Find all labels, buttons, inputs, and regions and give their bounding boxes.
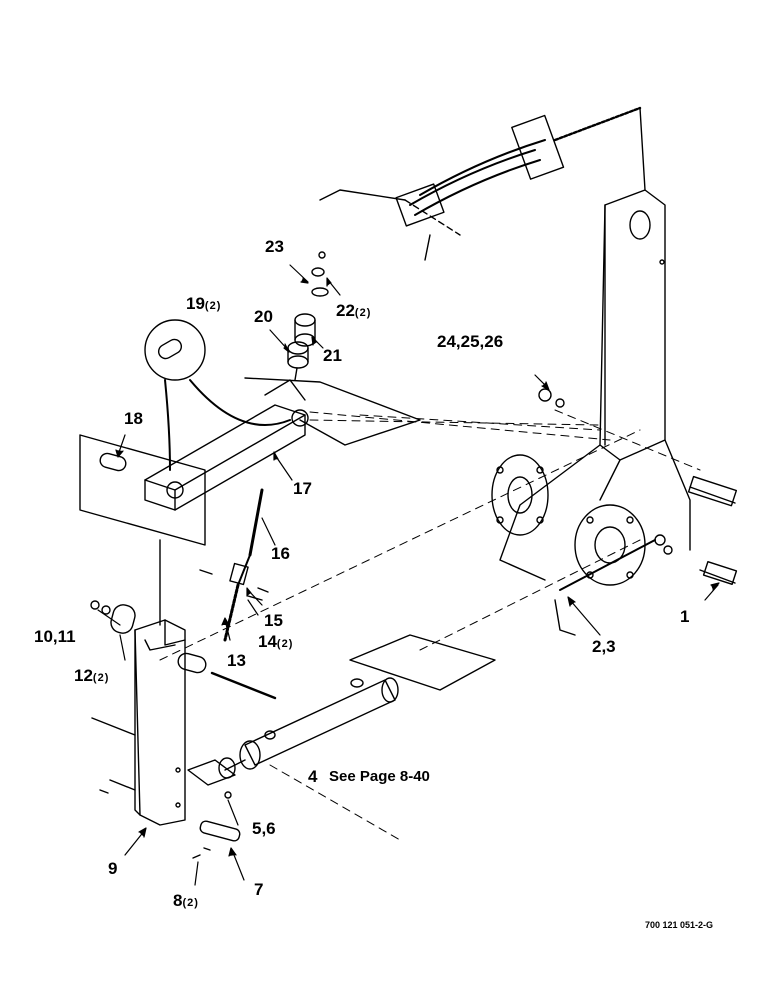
callout-14-number: 14 bbox=[258, 632, 277, 651]
upright-post bbox=[99, 539, 186, 826]
callout-12-qty: (2) bbox=[92, 672, 110, 684]
callout-23: 23 bbox=[265, 237, 284, 256]
pin-18 bbox=[99, 452, 127, 472]
bolts-right bbox=[538, 388, 738, 591]
alignment-lines bbox=[159, 409, 701, 841]
turnbuckle bbox=[199, 488, 269, 642]
callout-19-qty: (2) bbox=[204, 300, 222, 312]
callout-19-number: 19 bbox=[186, 294, 205, 313]
callout-22-qty: (2) bbox=[354, 307, 372, 319]
callout-8-qty: (2) bbox=[182, 897, 199, 909]
leader-lines bbox=[97, 264, 720, 886]
detail-circle bbox=[144, 319, 291, 471]
rocker-arm bbox=[144, 379, 309, 511]
callout-8-number: 8 bbox=[173, 891, 183, 910]
callout-24-25-26: 24,25,26 bbox=[437, 332, 504, 351]
callout-1: 1 bbox=[680, 607, 690, 626]
callout-18: 18 bbox=[124, 409, 143, 428]
wheel-hub bbox=[491, 454, 646, 636]
callout-4: 4 bbox=[308, 767, 318, 786]
spring-assembly bbox=[319, 106, 646, 261]
see-page-note: See Page 8-40 bbox=[329, 768, 430, 785]
callout-19: 19(2) bbox=[186, 295, 221, 312]
callout-2-3: 2,3 bbox=[592, 637, 616, 656]
callout-20: 20 bbox=[254, 307, 273, 326]
callout-10-11: 10,11 bbox=[34, 627, 76, 646]
callout-22-number: 22 bbox=[336, 301, 355, 320]
hydraulic-cylinder bbox=[187, 677, 399, 786]
left-hardware bbox=[90, 600, 277, 736]
callout-14-qty: (2) bbox=[276, 638, 294, 650]
callout-17: 17 bbox=[293, 479, 312, 498]
callout-22: 22(2) bbox=[336, 302, 371, 319]
callout-8: 8(2) bbox=[173, 892, 199, 909]
callout-12-number: 12 bbox=[74, 666, 93, 685]
callout-5-6: 5,6 bbox=[252, 819, 276, 838]
callout-9: 9 bbox=[108, 859, 118, 878]
bushing-stack bbox=[287, 251, 329, 381]
upright-arm bbox=[499, 189, 691, 581]
callout-15: 15 bbox=[264, 611, 283, 630]
figure-reference: 700 121 051-2-G bbox=[645, 920, 714, 930]
callout-16: 16 bbox=[271, 544, 290, 563]
callout-14: 14(2) bbox=[258, 633, 293, 650]
callout-12: 12(2) bbox=[74, 667, 109, 684]
callout-7: 7 bbox=[254, 880, 264, 899]
callout-13: 13 bbox=[227, 651, 246, 670]
callout-21: 21 bbox=[323, 346, 342, 365]
bottom-pins bbox=[192, 791, 241, 859]
